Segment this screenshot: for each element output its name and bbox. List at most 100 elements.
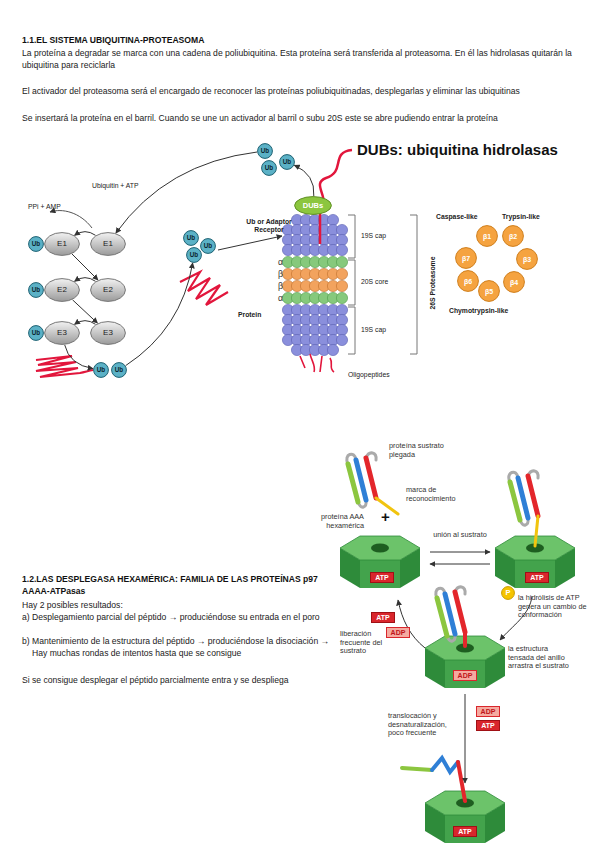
ubiquitin-circle: Ub: [111, 362, 127, 378]
node-text: E1: [57, 240, 67, 248]
enzyme-oval: E3: [90, 321, 126, 345]
text-label: Si se consigue desplegar el péptido parc…: [22, 675, 289, 687]
flow-arrow: [465, 694, 466, 783]
substrate-protein: [320, 150, 352, 244]
node-text: Ub: [204, 243, 212, 249]
atp-tag: ATP: [476, 720, 500, 731]
text-label: Hay 2 posibles resultados:: [22, 600, 123, 612]
node-text: ADP: [391, 629, 406, 636]
node-text: β1: [483, 233, 491, 240]
text-label: 1.2.LAS DESPLEGASA HEXAMÉRICA: FAMILIA D…: [22, 574, 318, 597]
node-text: E2: [103, 286, 113, 294]
node-shape: [91, 322, 126, 345]
node-text: Ub: [115, 367, 123, 373]
node-shape: [503, 226, 524, 247]
node-text: ATP: [530, 574, 543, 581]
text-label: 26S Proteasome: [429, 242, 437, 324]
node-text: Ub: [187, 235, 195, 241]
ubiquitin-circle: Ub: [200, 238, 216, 254]
proteasome: [282, 214, 347, 355]
substrate-strand: [463, 632, 467, 646]
cap-row: [282, 244, 347, 255]
ubiquitin-circle: Ub: [186, 247, 202, 263]
connector: [294, 165, 314, 196]
node-shape: [91, 279, 126, 302]
node-shape: [477, 226, 498, 247]
substrate-protein: [347, 453, 376, 507]
text-label: α: [278, 257, 283, 267]
text-label: Ub or Adaptor Receptor: [246, 218, 292, 234]
atp-tag: ATP: [370, 572, 394, 583]
ubiquitin-circle: Ub: [257, 143, 273, 159]
flow-arrow: [430, 564, 490, 565]
beta-ring: [282, 280, 347, 291]
node-shape: [295, 197, 332, 215]
text-label: proteína sustrato plegada: [389, 442, 469, 459]
text-label: β: [278, 269, 283, 279]
node-shape: [94, 363, 109, 378]
connector: [73, 300, 98, 323]
text-label: Oligopeptides: [348, 371, 390, 379]
node-text: ATP: [376, 614, 389, 621]
node-text: Ub: [283, 159, 291, 165]
node-shape: [479, 281, 500, 302]
node-shape: [187, 248, 202, 263]
alpha-ring: [282, 256, 347, 267]
text-label: 19S cap: [361, 326, 386, 334]
recognition-tag: [535, 516, 538, 546]
node-shape: [262, 161, 277, 176]
connector: [72, 254, 98, 280]
node-shape: [456, 248, 477, 269]
node-text: Ub: [32, 287, 40, 293]
text-label: liberación frecuente del sustrato: [340, 630, 386, 656]
ubiquitin-circle: Ub: [28, 236, 44, 252]
text-label: DUBs: ubiquitina hidrolasas: [357, 141, 558, 158]
text-label: la hidrólisis de ATP genera un cambio de…: [518, 594, 598, 620]
beta-subunit: β5: [478, 280, 500, 302]
node-text: Ub: [190, 252, 198, 258]
beta-subunit: β6: [457, 270, 479, 292]
node-shape: [29, 326, 44, 341]
text-label: Se insertará la proteína en el barril. C…: [22, 113, 582, 125]
node-shape: [45, 279, 80, 302]
node-shape: [502, 587, 515, 600]
connector: [75, 232, 96, 236]
atp-tag: ATP: [453, 826, 477, 837]
adp-tag: ADP: [453, 670, 477, 681]
text-label: marca de reconocimiento: [406, 486, 468, 503]
cap-row: [291, 344, 338, 355]
dub-enzyme: DUBs: [294, 196, 332, 215]
ubiquitin-circle: Ub: [93, 362, 109, 378]
text-label: Trypsin-like: [502, 213, 540, 221]
node-text: β3: [523, 256, 531, 263]
node-text: E1: [103, 240, 113, 248]
ubiquitin-circle: Ub: [183, 230, 199, 246]
protein-scribble: [180, 272, 228, 305]
unfolded-strand: [402, 768, 432, 770]
node-shape: [504, 272, 525, 293]
connector: [65, 345, 93, 369]
node-shape: [258, 144, 273, 159]
text-label: La proteína a degradar se marca con una …: [22, 48, 582, 72]
node-shape: [29, 283, 44, 298]
text-label: 20S core: [361, 278, 388, 286]
node-shape: [45, 233, 80, 256]
node-text: Ub: [265, 165, 273, 171]
unfolded-strand: [458, 762, 465, 801]
cap-row: [282, 304, 347, 315]
beta-subunit: β7: [455, 247, 477, 269]
atp-tag: ATP: [371, 612, 395, 623]
node-text: ATP: [481, 722, 494, 729]
cap-row: [291, 214, 338, 225]
substrate-protein: [436, 587, 465, 641]
node-shape: [184, 231, 199, 246]
node-text: E2: [57, 286, 67, 294]
enzyme-oval: E2: [90, 278, 126, 302]
cap-row: [282, 234, 347, 245]
phosphate-circle: P: [501, 586, 515, 600]
ubiquitin-circle: Ub: [28, 282, 44, 298]
node-text: Ub: [32, 330, 40, 336]
node-text: E3: [103, 329, 113, 337]
enzyme-oval: E1: [90, 232, 126, 256]
